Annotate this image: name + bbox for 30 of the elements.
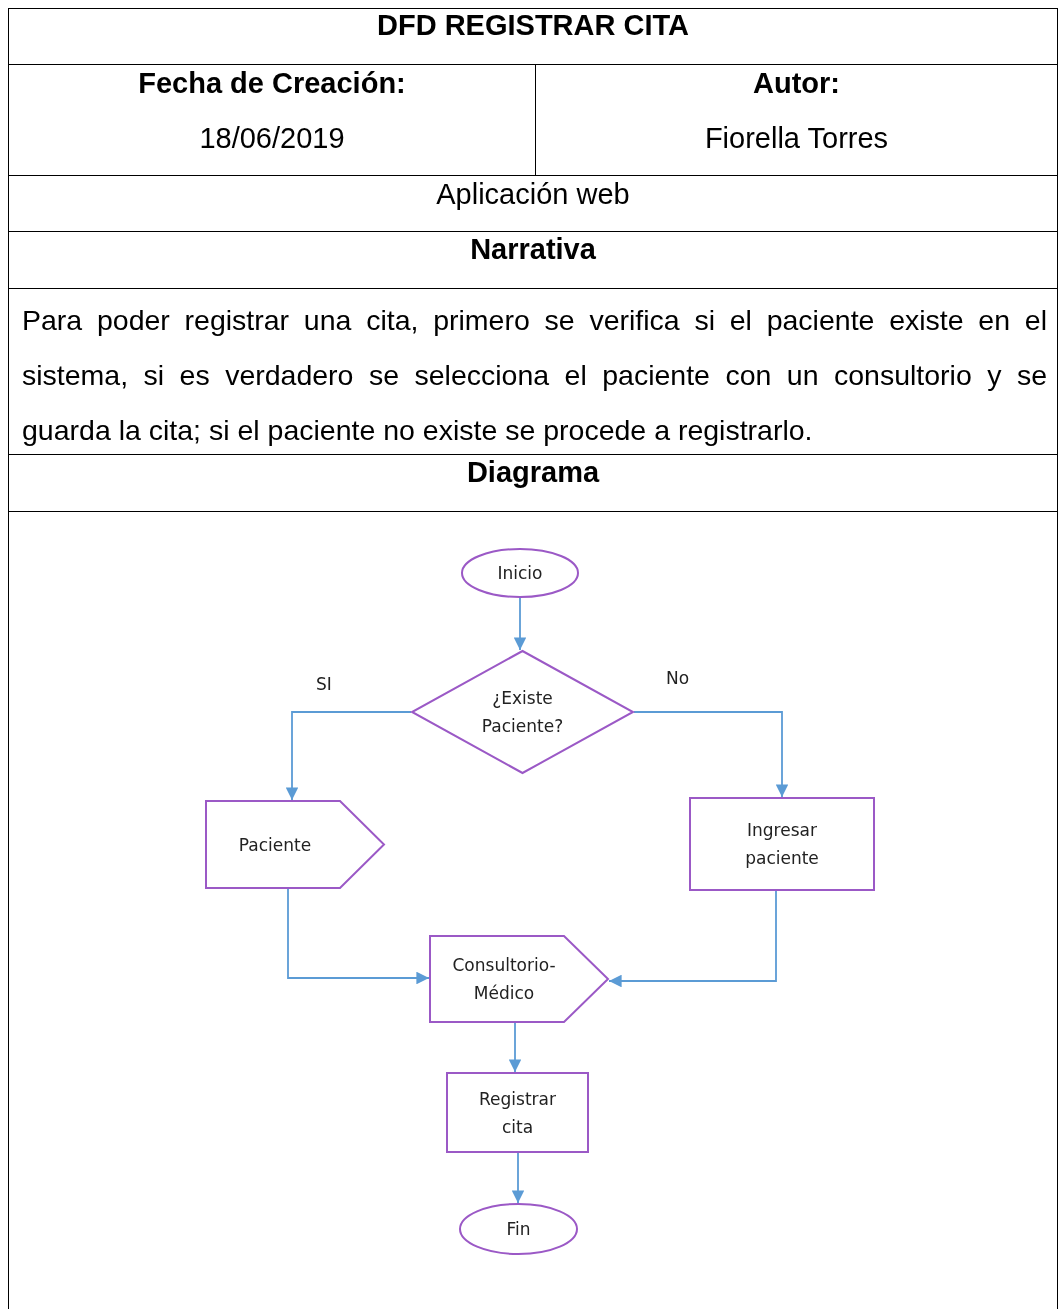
process-box xyxy=(429,935,609,1023)
arrow xyxy=(287,888,430,985)
node-label: Inicio xyxy=(496,562,544,585)
node-label: Ingresar paciente xyxy=(744,819,820,870)
column-header: Autor: xyxy=(752,67,841,100)
cell-text: Aplicación web xyxy=(435,178,631,211)
arrow xyxy=(511,1152,525,1204)
node-label: Fin xyxy=(505,1218,532,1241)
terminator-ellipse xyxy=(459,1203,578,1255)
arrow xyxy=(633,711,789,798)
node-label: Paciente xyxy=(237,833,313,857)
arrow xyxy=(513,597,527,651)
terminator-ellipse xyxy=(461,548,579,598)
section-header: Narrativa xyxy=(469,233,597,266)
column-header: Fecha de Creación: xyxy=(137,67,407,100)
node-label: Registrar cita xyxy=(478,1087,557,1139)
decision-diamond xyxy=(411,650,634,774)
cell-text: 18/06/2019 xyxy=(198,122,346,155)
process-box xyxy=(689,797,875,891)
section-header: Diagrama xyxy=(465,456,601,489)
process-box xyxy=(205,800,385,889)
cell-text: Fiorella Torres xyxy=(703,122,890,155)
arrow xyxy=(285,711,412,801)
table-title: DFD REGISTRAR CITA xyxy=(376,9,690,42)
node-label: Consultorio-Médico xyxy=(451,954,557,1005)
process-box xyxy=(446,1072,589,1153)
paragraph: Para poder registrar una cita, primero se verifica si el paciente existe en el sistema, si es verdadero se selecciona el paciente con un consultorio y se guarda la cita; si el paciente no existe se procede a registrarlo. xyxy=(22,303,1047,448)
arrow xyxy=(608,890,777,988)
arrow xyxy=(508,1022,522,1073)
node-label: ¿Existe Paciente? xyxy=(480,687,565,738)
